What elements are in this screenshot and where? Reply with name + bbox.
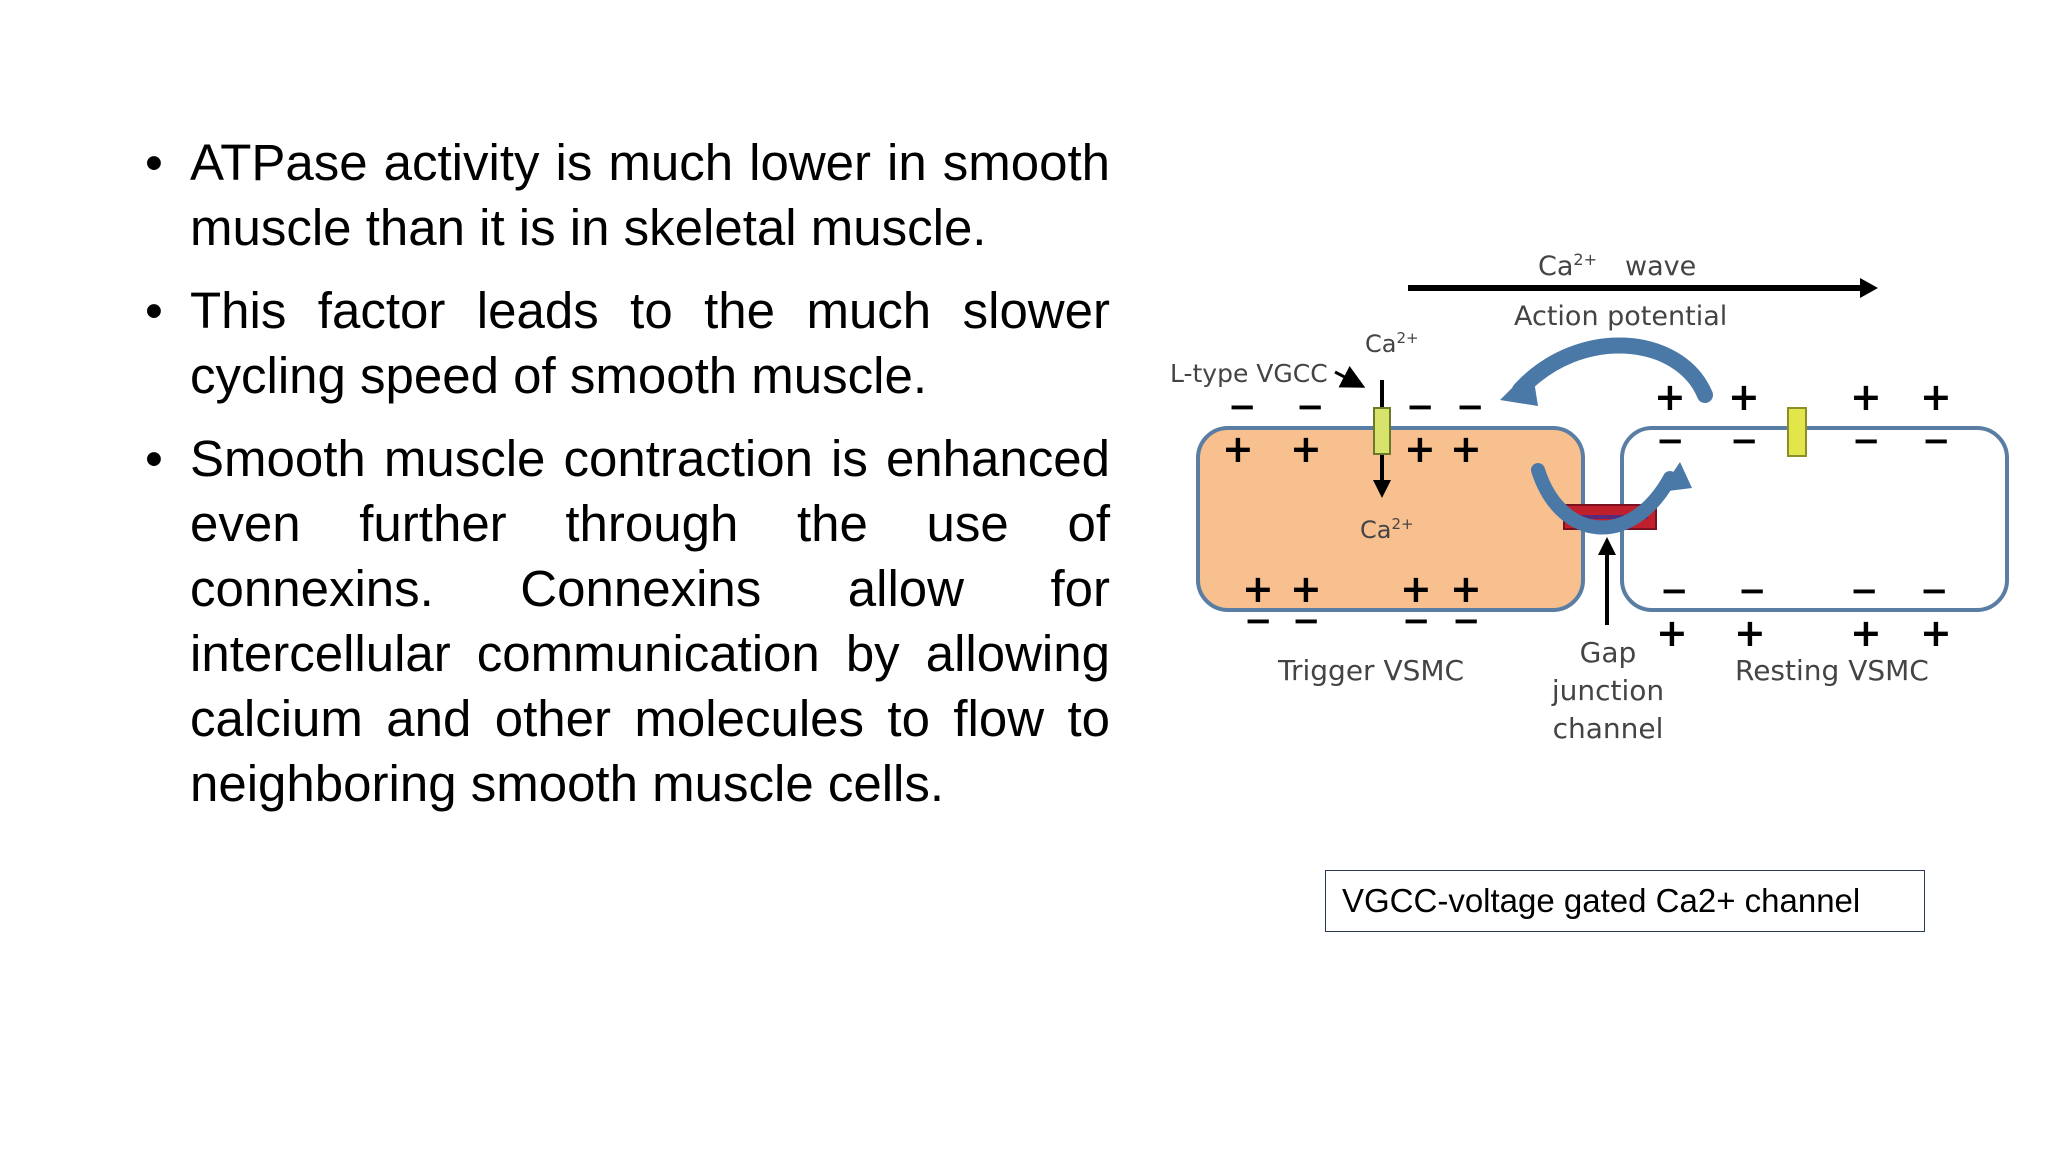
plus-sign: + [1450, 567, 1482, 611]
plus-sign: + [1656, 611, 1688, 655]
blue-gap-arrow-head-icon [1660, 462, 1692, 492]
minus-sign: − [1228, 387, 1257, 427]
bullet-symbol: • [145, 430, 163, 487]
minus-sign: − [1452, 601, 1481, 641]
bullet-text: ATPase activity is much lower in smooth … [190, 134, 1110, 256]
minus-sign: − [1244, 601, 1273, 641]
plus-sign: + [1290, 567, 1322, 611]
bullet-item: • This factor leads to the much slower c… [145, 278, 1110, 408]
plus-sign: + [1222, 427, 1254, 471]
bullet-text: Smooth muscle contraction is enhanced ev… [190, 430, 1110, 812]
resting-vsmc-label: Resting VSMC [1735, 654, 1929, 687]
bullet-item: • ATPase activity is much lower in smoot… [145, 130, 1110, 260]
minus-sign: − [1402, 601, 1431, 641]
plus-sign: + [1734, 611, 1766, 655]
plus-sign: + [1242, 567, 1274, 611]
minus-sign: − [1296, 387, 1325, 427]
blue-gap-curve-arrow [1531, 463, 1677, 535]
blue-top-curve-arrow [1512, 337, 1713, 403]
plus-sign: + [1850, 375, 1882, 419]
minus-sign: − [1850, 571, 1879, 611]
plus-sign: + [1728, 375, 1760, 419]
ca-wave-ca-label: Ca2+ [1538, 250, 1597, 282]
ca-inside-label: Ca2+ [1360, 515, 1414, 544]
vsmc-diagram-svg: Ca2+ wave Action potential L-type VGCC C… [1170, 250, 2009, 745]
bullet-symbol: • [145, 282, 163, 339]
gap-label-line1: Gap [1580, 636, 1637, 669]
bullet-text: This factor leads to the much slower cyc… [190, 282, 1110, 404]
bullet-list: • ATPase activity is much lower in smoot… [145, 130, 1110, 834]
ca-top-label: Ca2+ [1365, 329, 1419, 358]
minus-sign: − [1922, 421, 1951, 461]
minus-sign: − [1406, 387, 1435, 427]
gap-label-line3: channel [1553, 712, 1664, 745]
minus-sign: − [1656, 421, 1685, 461]
bullet-symbol: • [145, 134, 163, 191]
minus-sign: − [1456, 387, 1485, 427]
minus-sign: − [1738, 571, 1767, 611]
plus-sign: + [1450, 427, 1482, 471]
minus-sign: − [1292, 601, 1321, 641]
plus-sign: + [1654, 375, 1686, 419]
ca-wave-word-label: wave [1625, 251, 1696, 282]
plus-sign: + [1400, 567, 1432, 611]
caption-box: VGCC-voltage gated Ca2+ channel [1325, 870, 1925, 932]
minus-sign: − [1852, 421, 1881, 461]
blue-top-arrow-head-icon [1500, 368, 1538, 406]
gap-label-line2: junction [1551, 674, 1664, 707]
bullet-item: • Smooth muscle contraction is enhanced … [145, 426, 1110, 816]
l-type-vgcc-label: L-type VGCC [1170, 359, 1328, 388]
wave-arrow-head-icon [1860, 278, 1878, 298]
trigger-charges: − − − − + + + + + + + + − − − − [1222, 387, 1485, 641]
plus-sign: + [1920, 375, 1952, 419]
minus-sign: − [1920, 571, 1949, 611]
ca-entry-arrow-head-icon [1373, 480, 1391, 498]
resting-charges: + + + + − − − − − − − − + + + + [1654, 375, 1952, 655]
l-type-arrow [1334, 366, 1366, 388]
resting-vgcc-channel [1787, 407, 1807, 457]
minus-sign: − [1730, 421, 1759, 461]
caption-text: VGCC-voltage gated Ca2+ channel [1342, 882, 1861, 919]
vsmc-diagram: Ca2+ wave Action potential L-type VGCC C… [1160, 240, 2020, 780]
trigger-vsmc-label: Trigger VSMC [1277, 654, 1464, 687]
plus-sign: + [1290, 427, 1322, 471]
action-potential-label: Action potential [1514, 301, 1727, 332]
plus-sign: + [1850, 611, 1882, 655]
gap-up-arrow-head-icon [1598, 537, 1616, 555]
plus-sign: + [1920, 611, 1952, 655]
plus-sign: + [1404, 427, 1436, 471]
trigger-vgcc-channel [1373, 407, 1391, 455]
minus-sign: − [1660, 571, 1689, 611]
